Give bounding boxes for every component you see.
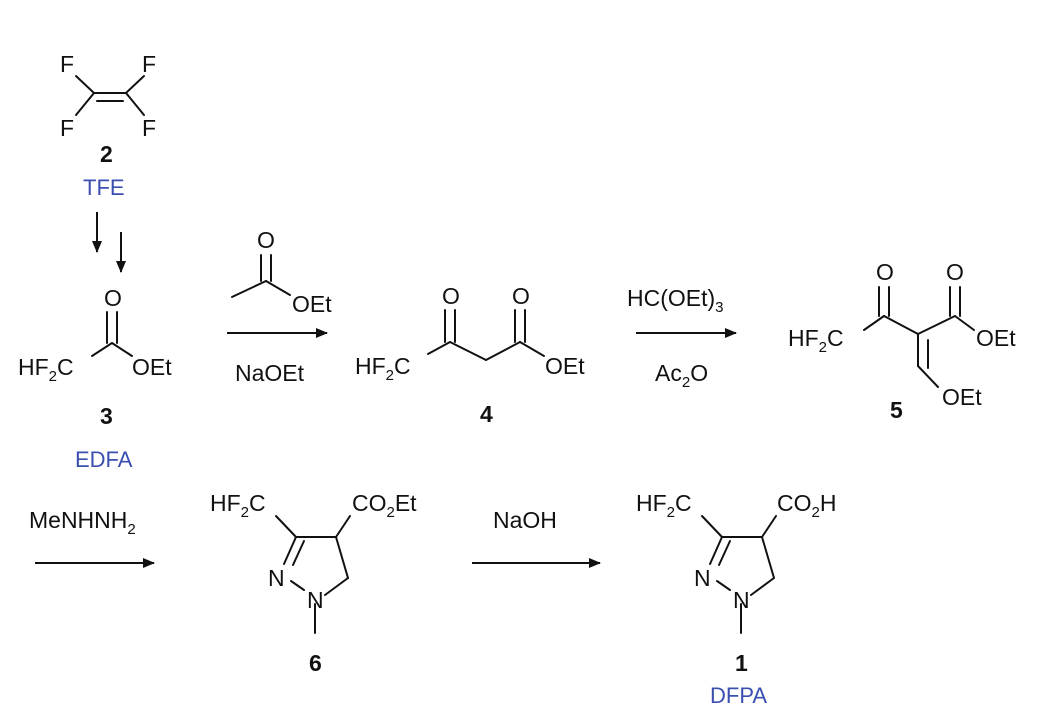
atom-n: N — [307, 587, 324, 613]
bond — [427, 341, 451, 355]
step-1-reagents: O OEt NaOEt — [227, 227, 332, 386]
bond — [883, 315, 919, 335]
atom-group-oet: OEt — [976, 325, 1016, 351]
reagent-naoh: NaOH — [493, 507, 557, 533]
bond — [761, 536, 775, 579]
bond — [449, 341, 487, 361]
bond — [718, 540, 731, 566]
bond — [761, 515, 777, 538]
atom-o: O — [257, 227, 275, 253]
bond — [292, 540, 305, 566]
bond — [701, 515, 723, 538]
bond — [335, 515, 351, 538]
atom-group-co2et: CO2Et — [352, 490, 417, 521]
atom-o: O — [442, 283, 460, 309]
atom-f: F — [142, 51, 156, 77]
bond — [519, 341, 545, 357]
compound-1-dfpa: HF2C CO2H N N 1 DFPA — [636, 490, 836, 708]
bond — [863, 315, 885, 331]
compound-5: O O HF2C OEt OEt 5 — [788, 259, 1016, 423]
atom-group-chf2: HF2C — [636, 490, 692, 521]
bond — [485, 341, 521, 361]
reagent-acetic-anhydride: Ac2O — [655, 360, 708, 391]
atom-f: F — [60, 115, 74, 141]
bond — [125, 92, 145, 116]
bond — [111, 342, 133, 357]
compound-4: O O HF2C OEt 4 — [355, 283, 585, 427]
atom-f: F — [60, 51, 74, 77]
compound-6: HF2C CO2Et N N 6 — [210, 490, 417, 676]
bond — [324, 577, 349, 596]
reagent-methylhydrazine: MeNHNH2 — [29, 507, 136, 538]
atom-group-co2h: CO2H — [777, 490, 836, 521]
compound-name: TFE — [83, 175, 125, 200]
compound-label: 1 — [735, 650, 748, 676]
atom-group-oet: OEt — [545, 353, 585, 379]
step-3-reagents: MeNHNH2 — [29, 507, 155, 568]
atom-n: N — [268, 565, 285, 591]
reagent-naoet: NaOEt — [235, 360, 305, 386]
bond — [750, 577, 775, 596]
step-2-reagents: HC(OEt)3 Ac2O — [627, 285, 737, 391]
bond — [917, 365, 939, 388]
bond — [75, 92, 95, 116]
atom-group-oet: OEt — [132, 354, 172, 380]
compound-name: DFPA — [710, 683, 767, 708]
compound-label: 2 — [100, 141, 113, 167]
step-4-reagents: NaOH — [472, 507, 601, 568]
bond — [290, 580, 305, 591]
atom-n: N — [733, 587, 750, 613]
atom-o: O — [512, 283, 530, 309]
compound-label: 6 — [309, 650, 322, 676]
atom-group-oet: OEt — [942, 384, 982, 410]
bond — [265, 280, 291, 296]
bond — [75, 75, 95, 94]
atom-o: O — [104, 285, 122, 311]
bond — [954, 315, 975, 331]
bond — [917, 315, 956, 335]
bond — [91, 342, 113, 357]
bond — [275, 515, 297, 538]
atom-group-chf2: HF2C — [788, 325, 844, 356]
atom-group-oet: OEt — [292, 291, 332, 317]
bond — [283, 536, 297, 565]
atom-o: O — [876, 259, 894, 285]
atom-n: N — [694, 565, 711, 591]
compound-label: 4 — [480, 401, 493, 427]
atom-o: O — [946, 259, 964, 285]
atom-group-chf2: HF2C — [210, 490, 266, 521]
atom-group-chf2: HF2C — [18, 354, 74, 385]
atom-f: F — [142, 115, 156, 141]
bond — [335, 536, 349, 579]
bond — [125, 75, 145, 94]
compound-2-tfe: F F F F 2 TFE — [60, 51, 156, 200]
bond — [716, 580, 731, 591]
compound-label: 3 — [100, 403, 113, 429]
atom-group-chf2: HF2C — [355, 353, 411, 384]
compound-label: 5 — [890, 397, 903, 423]
bond — [231, 280, 267, 298]
compound-3-edfa: O HF2C OEt 3 EDFA — [18, 285, 172, 472]
compound-name: EDFA — [75, 447, 133, 472]
reagent-triethyl-orthoformate: HC(OEt)3 — [627, 285, 724, 316]
bond — [709, 536, 723, 565]
